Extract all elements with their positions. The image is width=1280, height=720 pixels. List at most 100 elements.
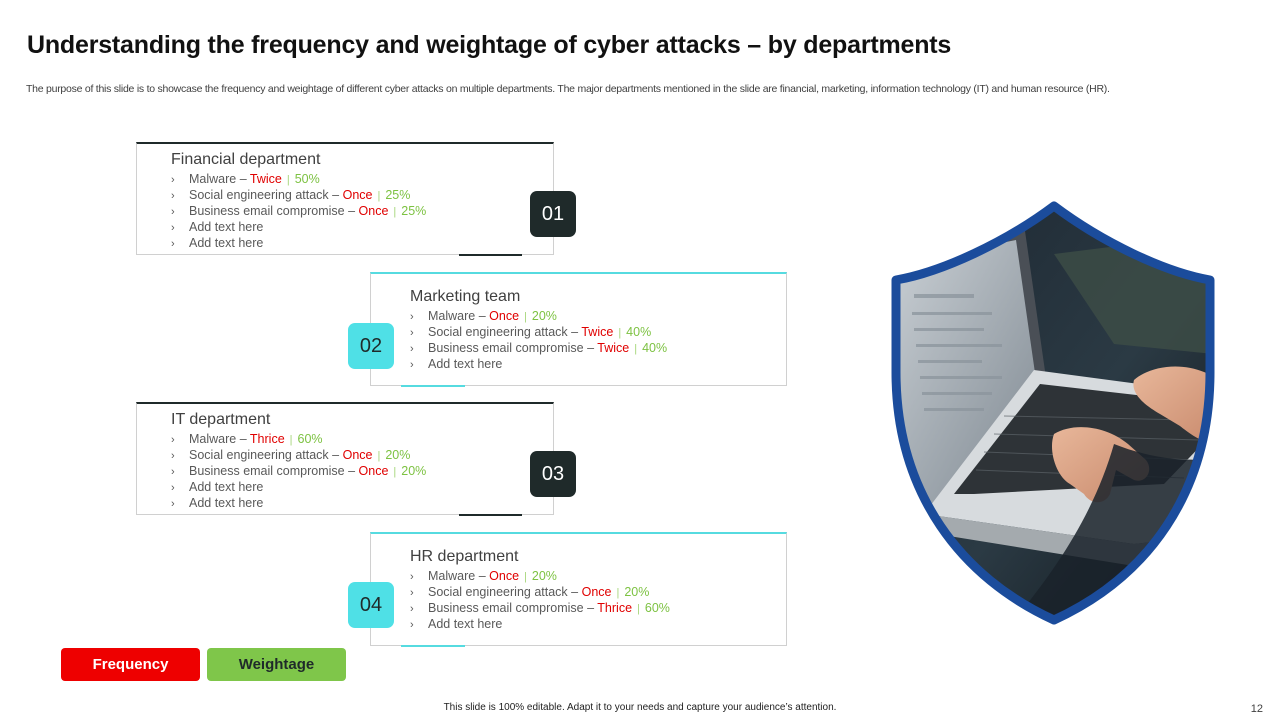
attack-item: › Social engineering attack – Once | 25% [171,187,426,203]
page-number: 12 [1250,703,1263,715]
chevron-right-icon: › [410,343,414,355]
attack-item: › Add text here [171,479,426,495]
step-badge-03: 03 [530,451,576,497]
attack-item: › Social engineering attack – Once | 20% [171,447,426,463]
attack-list: › Malware – Once | 20% › Social engineering a… [410,308,667,372]
attack-frequency: Once [489,569,520,583]
attack-weightage: 20% [531,309,557,323]
it-department-card: IT department ›Malware – Thrice|60%›Soci… [136,402,554,516]
weightage-legend: Weightage [207,648,346,681]
step-badge-01: 01 [530,191,576,237]
attack-item: ›Malware – Once|20% [410,568,670,584]
step-badge-02: 02 [348,323,394,369]
attack-list: ›Malware – Thrice|60%›Social engineering… [171,431,426,511]
attack-label: Add text here [189,480,264,494]
separator: | [616,587,620,599]
attack-label: Add text here [189,220,264,234]
hr-department-card: HR department ›Malware – Once|20%›Social… [370,532,787,647]
chevron-right-icon: › [171,450,175,462]
attack-list: ›Malware – Once|20%›Social engineering a… [410,568,670,632]
attack-frequency: Once [489,309,520,323]
attack-item: ›Social engineering attack – Twice|40% [410,324,667,340]
attack-frequency: Thrice [249,432,285,446]
attack-label: Malware – [428,309,486,323]
separator: | [286,174,290,186]
attack-item: ›Business email compromise – Once|20% [171,463,426,479]
attack-label: Business email compromise – [189,464,356,478]
separator: | [289,434,293,446]
chevron-right-icon: › [171,482,175,494]
separator: | [377,450,381,462]
attack-item: ›Business email compromise – Twice|40% [410,340,667,356]
chevron-right-icon: › [171,190,175,202]
card-accent-line [401,385,465,387]
attack-list: ›Malware – Twice|50%›Social engineering … [171,171,426,251]
card-title: HR department [410,548,519,565]
attack-item: › Add text here [410,356,667,372]
attack-weightage: 20% [531,569,557,583]
chevron-right-icon: › [410,619,414,631]
attack-frequency: Once [358,204,389,218]
attack-weightage: 25% [385,188,411,202]
frequency-legend: Frequency [61,648,200,681]
attack-label: Social engineering attack – [189,448,340,462]
shield-laptop-image [891,201,1215,625]
separator: | [393,466,397,478]
attack-label: Malware – [189,172,247,186]
chevron-right-icon: › [410,587,414,599]
attack-item: › Business email compromise – Once | 25% [171,203,426,219]
card-accent-line [401,645,465,647]
slide-title: Understanding the frequency and weightag… [27,31,952,59]
attack-label: Business email compromise – [428,341,595,355]
marketing-team-card: Marketing team ›Malware – Once|20%›Socia… [370,272,787,387]
attack-label: Business email compromise – [428,601,595,615]
attack-label: Social engineering attack – [428,325,579,339]
chevron-right-icon: › [410,359,414,371]
attack-weightage: 40% [642,341,668,355]
attack-label: Add text here [428,357,503,371]
attack-label: Add text here [189,496,264,510]
attack-item: › Add text here [410,616,670,632]
chevron-right-icon: › [171,466,175,478]
attack-frequency: Once [342,188,373,202]
chevron-right-icon: › [171,434,175,446]
attack-item: › Add text here [171,235,426,251]
attack-frequency: Twice [249,172,282,186]
separator: | [637,603,640,615]
attack-label: Social engineering attack – [189,188,340,202]
attack-item: › Business email compromise – Thrice | 60% [410,600,670,616]
attack-weightage: 60% [297,432,323,446]
slide-footer: This slide is 100% editable. Adapt it to… [443,702,837,713]
attack-label: Add text here [428,617,503,631]
card-title: Financial department [171,151,321,168]
chevron-right-icon: › [171,498,175,510]
attack-item: ›Add text here [171,219,426,235]
separator: | [377,190,381,202]
attack-frequency: Twice [581,325,614,339]
attack-item: › Malware – Once | 20% [410,308,667,324]
chevron-right-icon: › [171,206,175,218]
separator: | [393,206,397,218]
chevron-right-icon: › [171,174,175,186]
chevron-right-icon: › [410,327,414,339]
attack-weightage: 25% [401,204,427,218]
attack-frequency: Once [342,448,373,462]
attack-item: › Add text here [171,495,426,511]
card-title: IT department [171,411,271,428]
attack-label: Business email compromise – [189,204,356,218]
slide-description: The purpose of this slide is to showcase… [26,83,1110,95]
chevron-right-icon: › [410,603,414,615]
attack-weightage: 60% [644,601,670,615]
attack-weightage: 20% [401,464,427,478]
attack-item: ›Malware – Thrice|60% [171,431,426,447]
chevron-right-icon: › [171,238,175,250]
chevron-right-icon: › [410,311,414,323]
attack-frequency: Thrice [597,601,633,615]
attack-label: Add text here [189,236,264,250]
attack-weightage: 20% [385,448,411,462]
attack-weightage: 40% [626,325,652,339]
attack-item: ›Social engineering attack – Once|20% [410,584,670,600]
separator: | [524,311,527,323]
attack-weightage: 20% [624,585,650,599]
card-accent-line [459,514,522,516]
